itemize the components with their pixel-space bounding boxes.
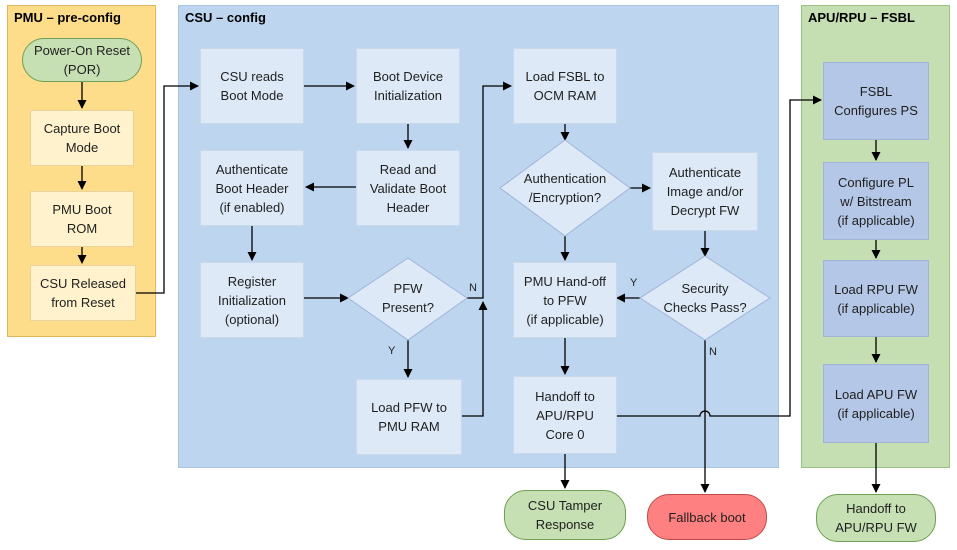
load-rpu-fw-step: Load RPU FW (if applicable) xyxy=(823,260,929,337)
pfw-present-diamond xyxy=(347,257,468,341)
load-fsbl-step: Load FSBL to OCM RAM xyxy=(513,48,617,124)
pfw-yes-label: Y xyxy=(388,345,396,357)
pmu-boot-rom-step: PMU Boot ROM xyxy=(30,191,134,247)
csu-released-step: CSU Released from Reset xyxy=(30,265,136,321)
csu-panel-title: CSU – config xyxy=(185,10,266,25)
pmu-panel-title: PMU – pre-config xyxy=(14,10,121,25)
arrow-handoffcore-to-fsblps xyxy=(617,95,822,417)
arrow-loadpfw-to-merge xyxy=(462,301,488,417)
power-on-reset-terminal: Power-On Reset (POR) xyxy=(22,38,142,82)
read-validate-header-step: Read and Validate Boot Header xyxy=(356,150,460,226)
load-pfw-step: Load PFW to PMU RAM xyxy=(356,379,462,455)
security-yes-label: Y xyxy=(630,277,638,289)
boot-device-init-step: Boot Device Initialization xyxy=(356,48,460,124)
handoff-core0-step: Handoff to APU/RPU Core 0 xyxy=(513,376,617,454)
apu-panel-title: APU/RPU – FSBL xyxy=(808,10,915,25)
arrow-csureleased-to-csureads xyxy=(136,81,199,294)
fallback-boot-terminal: Fallback boot xyxy=(647,494,767,540)
configure-pl-step: Configure PL w/ Bitstream (if applicable… xyxy=(823,162,929,240)
fsbl-configures-ps-step: FSBL Configures PS xyxy=(823,62,929,140)
load-apu-fw-step: Load APU FW (if applicable) xyxy=(823,364,929,443)
arrow-pfwpresent-no-to-loadfsbl xyxy=(467,81,512,299)
pfw-no-label: N xyxy=(469,282,477,294)
authenticate-boot-header-step: Authenticate Boot Header (if enabled) xyxy=(200,150,304,226)
register-init-step: Register Initialization (optional) xyxy=(200,262,304,338)
capture-boot-mode-step: Capture Boot Mode xyxy=(30,110,134,166)
security-checks-diamond xyxy=(639,255,771,341)
csu-tamper-response-terminal: CSU Tamper Response xyxy=(504,490,626,540)
csu-reads-boot-mode-step: CSU reads Boot Mode xyxy=(200,48,304,124)
security-no-label: N xyxy=(709,346,717,358)
handoff-apu-rpu-fw-terminal: Handoff to APU/RPU FW xyxy=(816,494,936,542)
authenticate-image-step: Authenticate Image and/or Decrypt FW xyxy=(652,152,758,231)
auth-encryption-diamond xyxy=(499,139,631,237)
pmu-handoff-step: PMU Hand-off to PFW (if applicable) xyxy=(513,262,617,338)
